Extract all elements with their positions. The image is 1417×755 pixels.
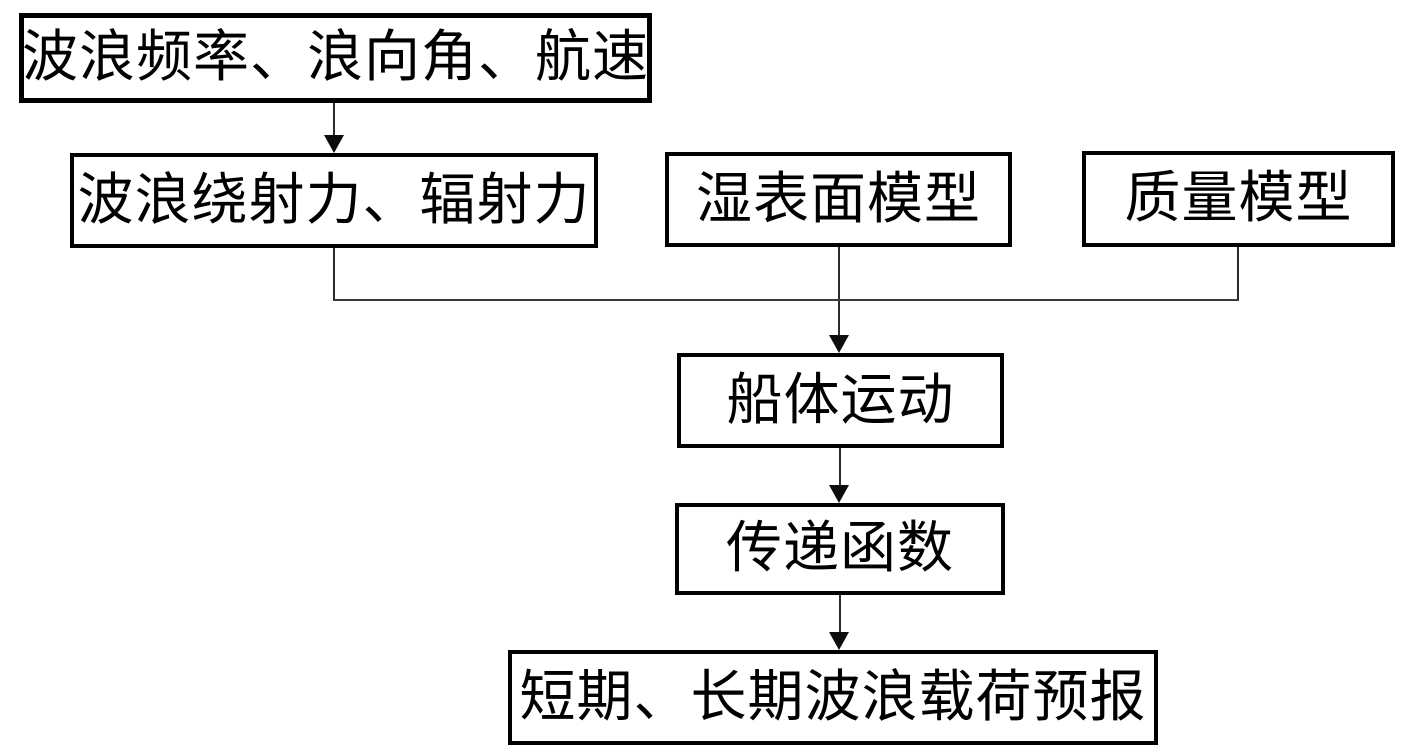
node-wave-inputs: 波浪频率、浪向角、航速 [19,13,652,103]
connector-wet-surface-drop [838,247,840,335]
connector-mass-model-drop [1237,247,1239,301]
connector-inputs-to-forces [333,103,335,137]
node-load-forecast: 短期、长期波浪载荷预报 [508,650,1158,745]
node-mass-model: 质量模型 [1082,151,1395,247]
connector-forces-drop [333,248,335,301]
node-wave-forces: 波浪绕射力、辐射力 [70,153,598,248]
connector-merge-horizontal [333,299,1239,301]
node-wet-surface-model: 湿表面模型 [665,152,1012,247]
node-transfer-function: 传递函数 [675,503,1005,595]
arrowhead-down-icon [829,485,849,503]
arrowhead-down-icon [324,135,344,153]
arrowhead-down-icon [829,632,849,650]
arrowhead-down-icon [829,335,849,353]
connector-hull-to-transfer [839,448,841,486]
node-hull-motion: 船体运动 [677,353,1004,448]
connector-transfer-to-forecast [839,595,841,633]
